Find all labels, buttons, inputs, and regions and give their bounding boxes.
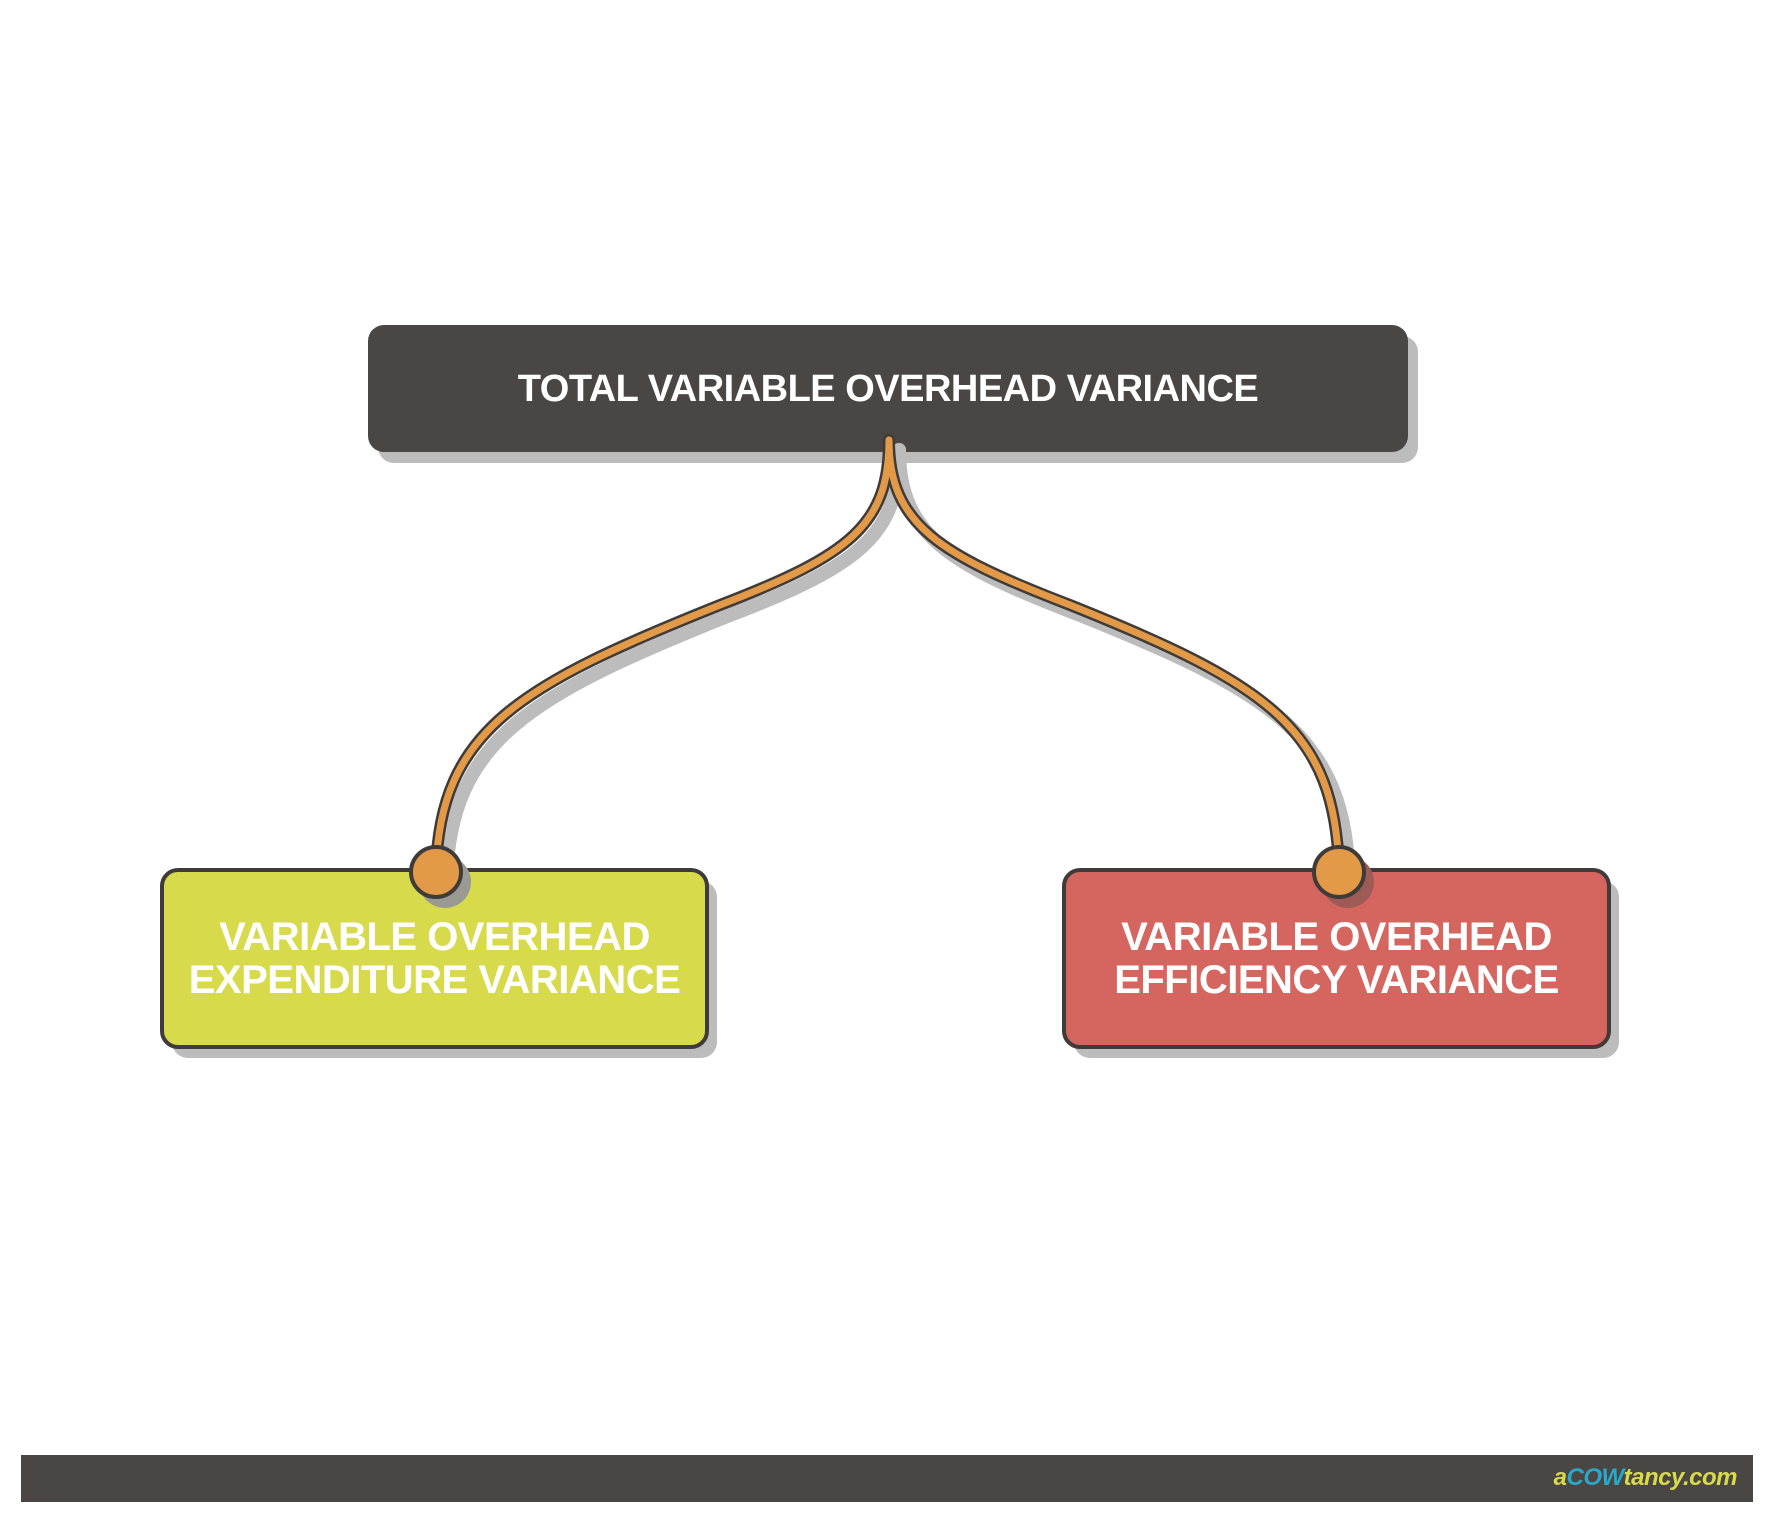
root-node (368, 325, 1418, 463)
connectors (432, 436, 1343, 874)
left-connector (432, 436, 893, 874)
left-connector-shadow (439, 443, 906, 887)
footer-bar: aCOWtancy.com (21, 1455, 1753, 1502)
left-knob (409, 845, 463, 899)
right-connector (885, 436, 1343, 874)
right-connector-shadow (892, 443, 1356, 887)
left-connector-outline (430, 434, 895, 876)
brand-suffix: tancy.com (1623, 1464, 1738, 1491)
right-connector-knob (1312, 845, 1374, 908)
right-connector-outline (883, 434, 1345, 876)
right-node (1062, 868, 1619, 1058)
brand-highlight: COW (1566, 1464, 1625, 1491)
root-node-box (368, 325, 1408, 452)
expenditure-variance-label: VARIABLE OVERHEAD EXPENDITURE VARIANCE (188, 914, 681, 1002)
brand-prefix: a (1553, 1464, 1567, 1491)
efficiency-variance-label: VARIABLE OVERHEAD EFFICIENCY VARIANCE (1114, 914, 1559, 1002)
brand-logo[interactable]: aCOWtancy.com (1553, 1463, 1738, 1493)
root-node-label: TOTAL VARIABLE OVERHEAD VARIANCE (517, 367, 1259, 410)
left-connector-knob (409, 845, 471, 908)
right-knob (1312, 845, 1366, 899)
left-node (160, 868, 717, 1058)
